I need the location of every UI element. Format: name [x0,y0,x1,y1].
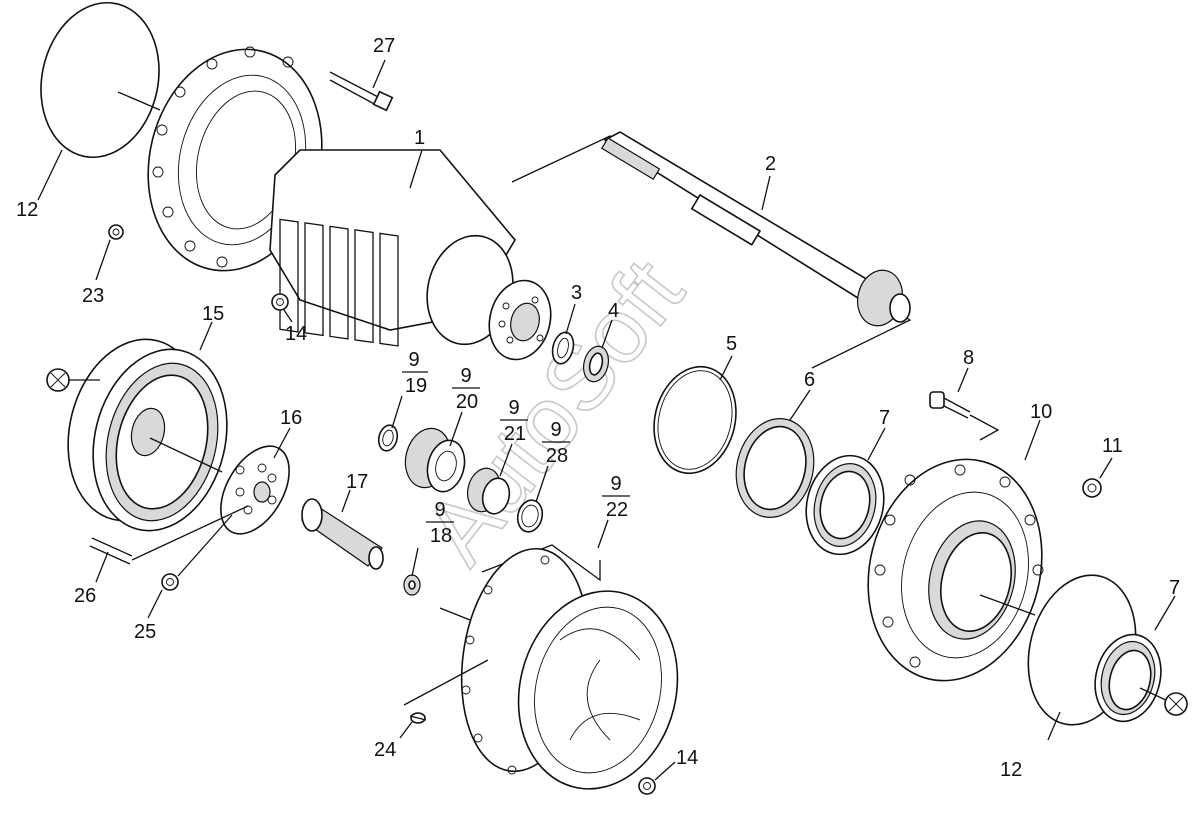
svg-text:9: 9 [550,419,561,441]
fraction-callout-9-19: 9 19 [402,349,428,397]
svg-text:9: 9 [508,397,519,419]
part-17-planet-shaft [300,498,384,570]
callout-12-right: 12 [1000,759,1022,781]
callout-10: 10 [1030,401,1052,423]
part-8-bolt [929,391,1000,441]
part-9-18-washer [403,574,421,596]
part-7-bearing-right [1094,633,1188,723]
callout-11: 11 [1102,435,1123,457]
fraction-callout-9-21: 9 21 [500,397,528,445]
fraction-callout-9-20: 9 20 [452,365,480,413]
part-5-o-ring [653,365,737,475]
callout-8: 8 [963,347,974,369]
part-3-ring [551,331,575,365]
callout-23: 23 [82,285,104,307]
part-25-nut [161,514,233,591]
svg-text:9: 9 [610,473,621,495]
svg-text:22: 22 [606,499,628,521]
fraction-callout-9-28: 9 28 [542,419,570,467]
part-4-ring [582,345,610,383]
part-14-nut-upper [271,293,289,311]
part-27-bolt [329,71,394,112]
callout-7-center: 7 [879,407,890,429]
callout-labels: 27 1 2 3 4 5 6 7 8 10 11 7 12 12 23 14 1… [16,35,1180,781]
part-7-bearing-center [805,454,885,556]
callout-17: 17 [346,471,368,493]
part-16-plate [220,445,290,535]
svg-text:28: 28 [546,445,568,467]
part-24-screw [409,712,427,724]
callout-15: 15 [202,303,224,325]
callout-2: 2 [765,153,776,175]
svg-text:9: 9 [434,499,445,521]
callout-24: 24 [374,739,396,761]
svg-text:19: 19 [405,375,427,397]
part-9-20-gear [404,427,466,493]
callout-3: 3 [571,282,582,304]
part-1-axle-housing [147,46,552,361]
callout-7-right: 7 [1169,577,1180,599]
part-9-21-gear [466,467,511,515]
callout-5: 5 [726,333,737,355]
part-11-nut [1082,478,1102,498]
callout-14-upper: 14 [285,323,307,345]
svg-text:21: 21 [504,423,526,445]
callout-16: 16 [280,407,302,429]
part-10-wheel-hub [867,458,1044,682]
part-14-nut-lower [638,777,656,795]
part-6-seal [735,418,815,518]
callout-6: 6 [804,369,815,391]
part-26-stud [89,505,249,565]
callout-1: 1 [414,127,425,149]
svg-text:9: 9 [460,365,471,387]
callout-14-lower: 14 [676,747,698,769]
fraction-callout-9-22: 9 22 [602,473,630,521]
svg-text:20: 20 [456,391,478,413]
callout-4: 4 [608,300,619,322]
callout-26: 26 [74,585,96,607]
callout-27: 27 [373,35,395,57]
callout-12-left: 12 [16,199,38,221]
leader-lines [37,59,1176,781]
part-9-28-ring [516,499,544,533]
part-9-22-planet-carrier [403,544,679,790]
part-2-axle-shaft [511,131,912,369]
part-15-ring-gear [46,338,228,532]
fraction-callout-9-18: 9 18 [426,499,454,547]
svg-text:18: 18 [430,525,452,547]
part-9-19-ring [377,424,399,452]
part-23-nut [108,224,124,240]
svg-text:9: 9 [408,349,419,371]
part-12-seal-left [40,1,161,159]
callout-25: 25 [134,621,156,643]
